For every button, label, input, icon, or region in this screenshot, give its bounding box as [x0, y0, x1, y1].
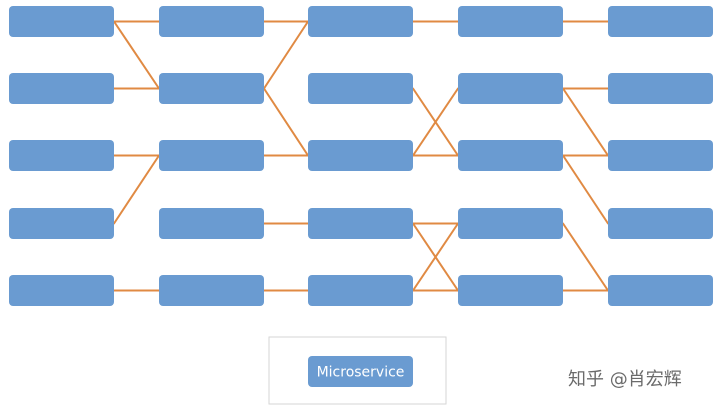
edge-c3r3-c4r4: [562, 222, 609, 292]
service-node-c4r0: [608, 6, 713, 37]
edge-c2r2-c3r1: [412, 87, 459, 157]
service-node-c0r4: [9, 275, 114, 306]
service-node-c2r4: [308, 275, 413, 306]
watermark-text: 知乎 @肖宏辉: [568, 369, 682, 390]
service-node-c3r1: [458, 73, 563, 104]
edge-c1r1-c2r2: [263, 87, 309, 157]
service-node-c1r2: [159, 140, 264, 171]
service-node-c1r4: [159, 275, 264, 306]
service-node-c3r4: [458, 275, 563, 306]
legend-node: [308, 356, 413, 387]
service-node-c4r1: [608, 73, 713, 104]
edge-c0r0-c1r1: [113, 20, 160, 90]
edge-c3r2-c4r3: [562, 154, 609, 225]
service-node-c3r2: [458, 140, 563, 171]
service-node-c0r0: [9, 6, 114, 37]
edge-c2r4-c3r3: [412, 222, 459, 292]
edge-c0r3-c1r2: [113, 154, 160, 225]
service-node-c0r2: [9, 140, 114, 171]
service-node-c2r1: [308, 73, 413, 104]
service-node-c3r3: [458, 208, 563, 239]
service-node-c2r2: [308, 140, 413, 171]
service-node-c2r0: [308, 6, 413, 37]
edge-c3r1-c4r2: [562, 87, 609, 157]
edge-c1r1-c2r0: [263, 20, 309, 90]
service-node-c4r4: [608, 275, 713, 306]
edges-layer: [113, 20, 609, 292]
service-node-c1r0: [159, 6, 264, 37]
service-node-c4r2: [608, 140, 713, 171]
service-node-c1r1: [159, 73, 264, 104]
service-node-c3r0: [458, 6, 563, 37]
service-node-c0r3: [9, 208, 114, 239]
legend-label: Microservice: [317, 365, 405, 381]
service-node-c0r1: [9, 73, 114, 104]
nodes-layer: [9, 6, 713, 306]
legend-frame: [268, 336, 447, 405]
service-node-c4r3: [608, 208, 713, 239]
service-node-c2r3: [308, 208, 413, 239]
legend: Microservice: [268, 336, 447, 405]
service-node-c1r3: [159, 208, 264, 239]
